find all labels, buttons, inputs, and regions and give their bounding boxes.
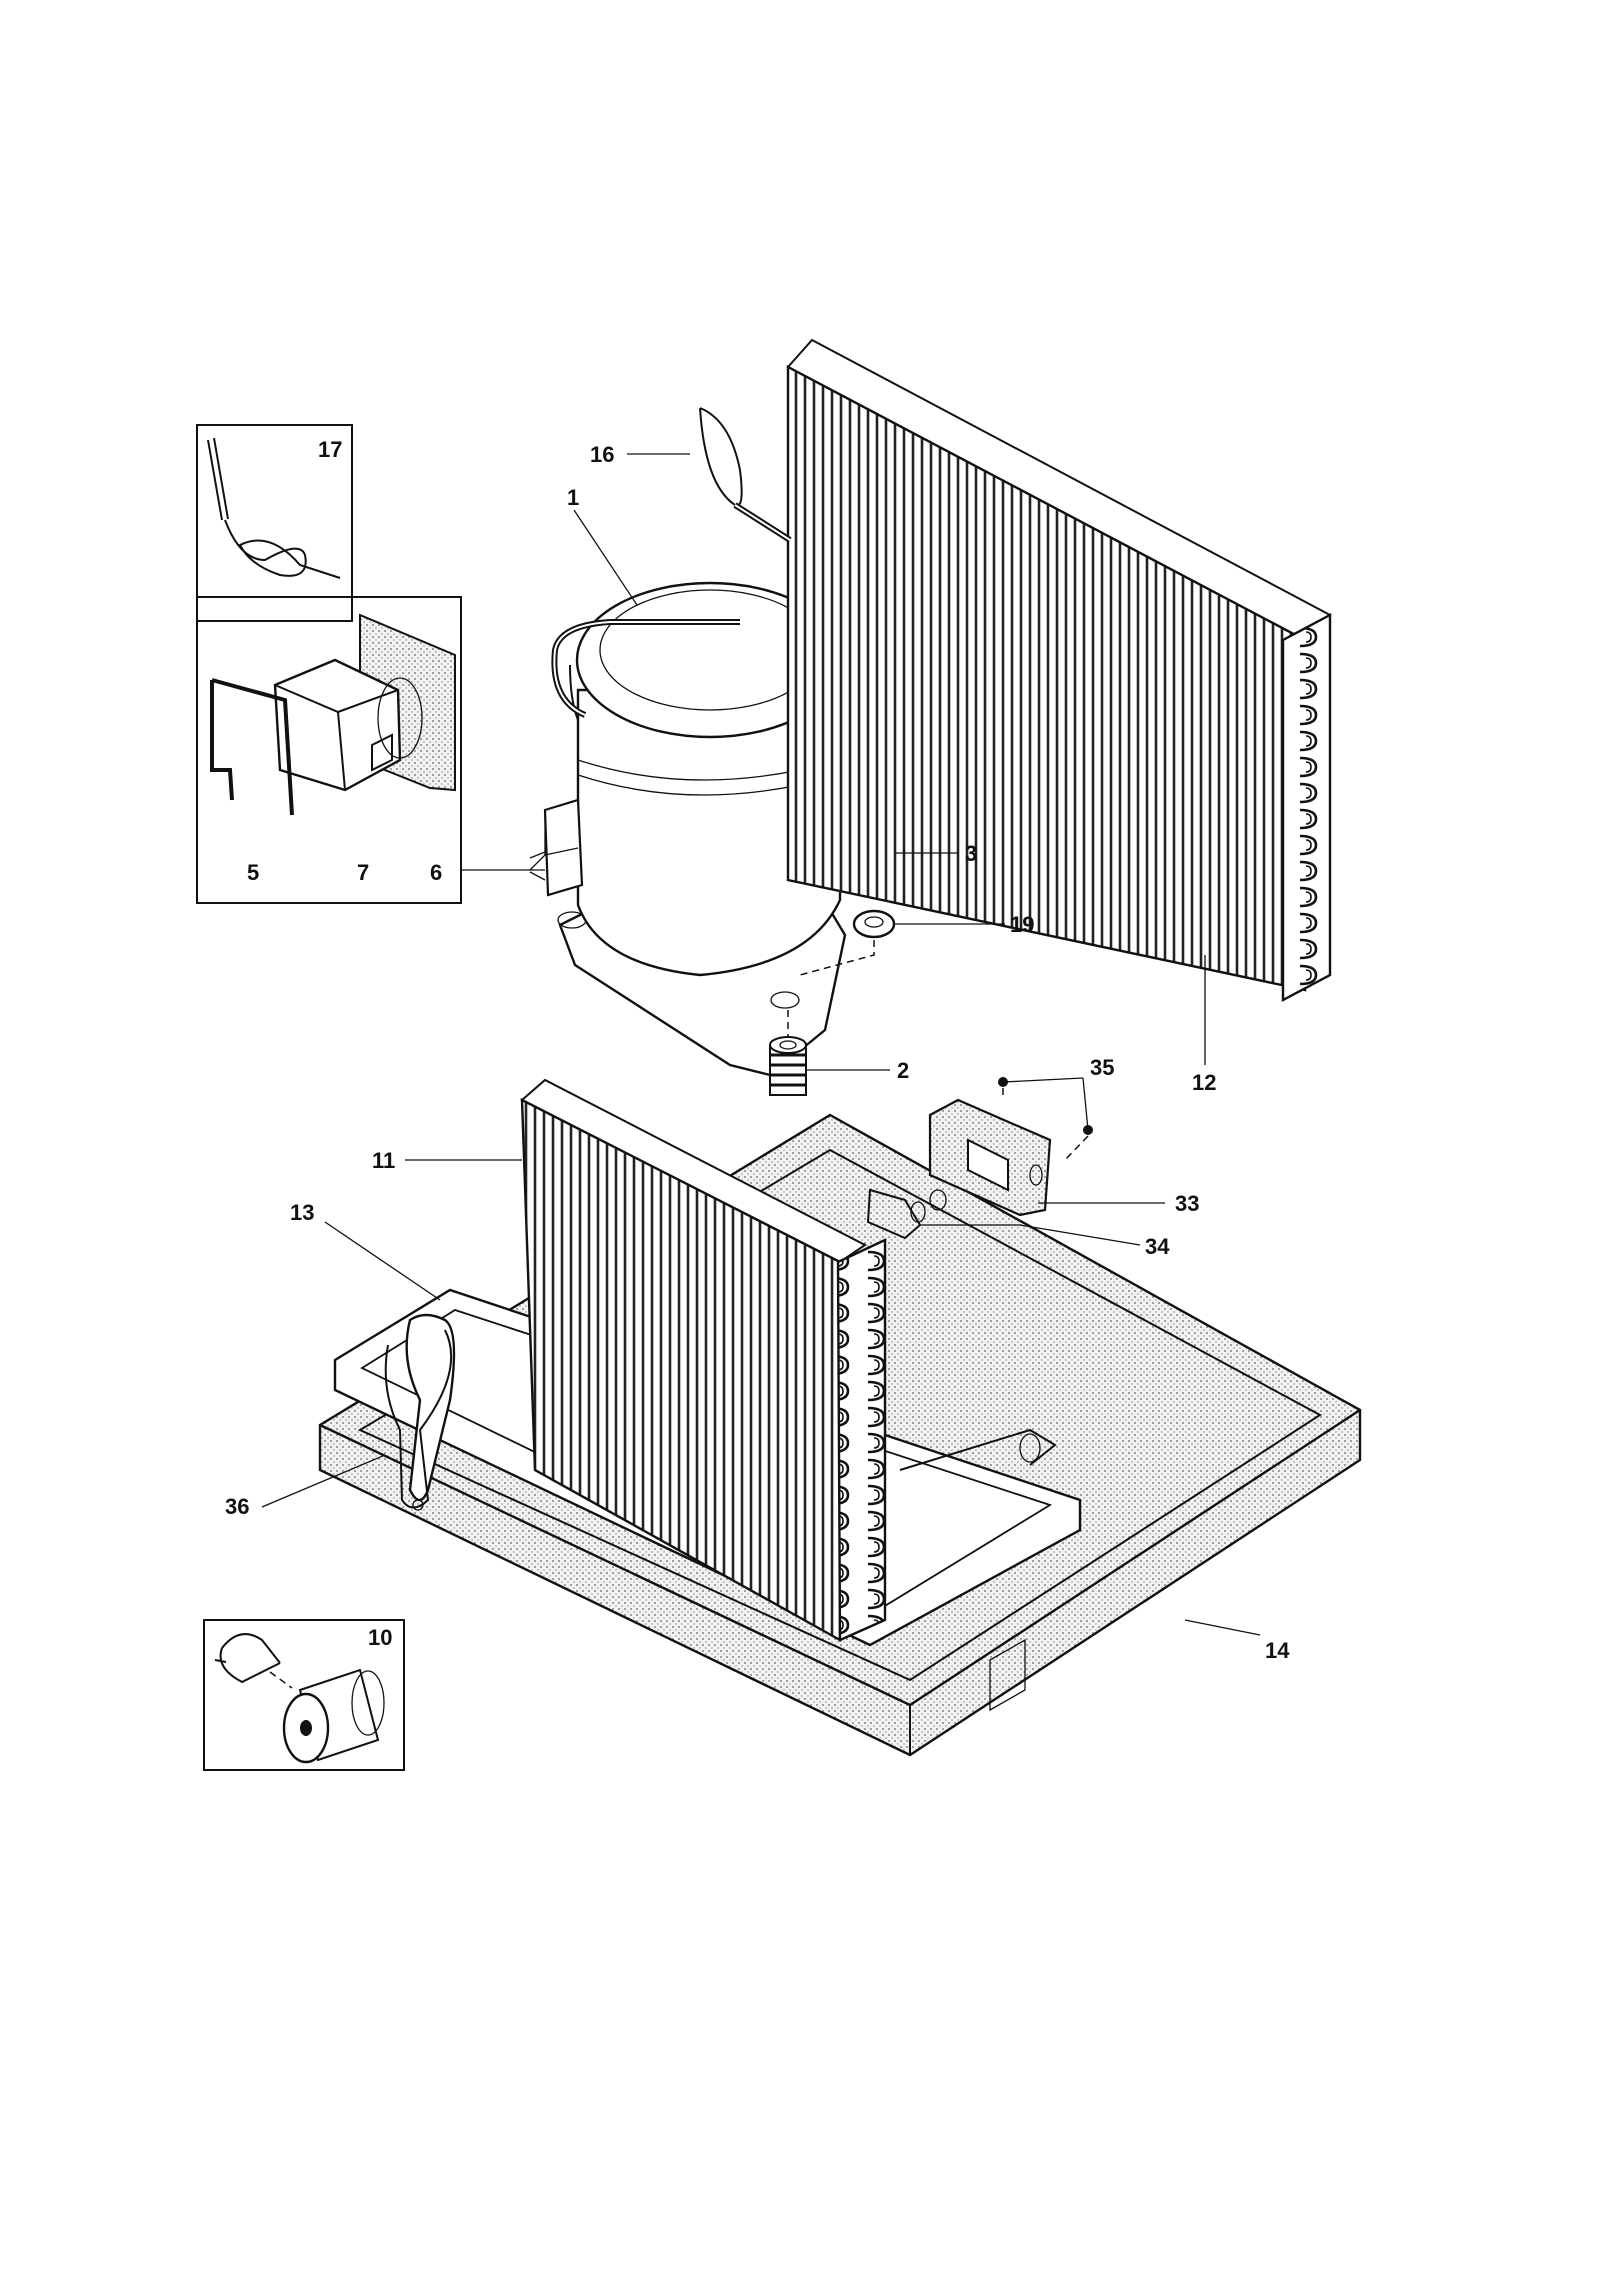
callout-5: 5 <box>247 860 259 885</box>
capillary-tube-icon <box>699 407 792 543</box>
compressor-icon <box>543 581 847 1077</box>
clip-icon <box>866 1188 947 1240</box>
grommet-icon <box>769 1010 807 1096</box>
drier-icon <box>196 424 353 622</box>
callout-14: 14 <box>1265 1638 1290 1663</box>
callout-11: 11 <box>372 1148 395 1173</box>
terminal-assembly-inset <box>196 596 462 904</box>
callout-6: 6 <box>430 860 442 885</box>
evaporator-coil-icon <box>520 1078 887 1643</box>
callout-36: 36 <box>225 1494 249 1519</box>
callout-2: 2 <box>897 1058 909 1083</box>
capacitor-icon <box>203 1619 405 1771</box>
callout-7: 7 <box>357 860 369 885</box>
callout-1: 1 <box>567 485 579 510</box>
callout-16: 16 <box>590 442 614 467</box>
callout-33: 33 <box>1175 1191 1199 1216</box>
callout-19: 19 <box>1010 912 1034 937</box>
leader-lines <box>261 453 1261 1636</box>
condenser-coil-icon <box>786 338 1332 1002</box>
washer-icon <box>799 909 896 976</box>
callout-12: 12 <box>1192 1070 1216 1095</box>
strap-icon <box>384 1313 456 1511</box>
callout-labels: 1 2 3 5 6 7 10 11 12 13 14 16 17 19 33 3… <box>225 437 1290 1663</box>
callout-3: 3 <box>965 841 977 866</box>
callout-35: 35 <box>1090 1055 1114 1080</box>
callout-34: 34 <box>1145 1234 1170 1259</box>
screw-icon <box>998 1077 1093 1161</box>
callout-17: 17 <box>318 437 342 462</box>
bracket-icon <box>928 1098 1052 1217</box>
callout-13: 13 <box>290 1200 314 1225</box>
callout-10: 10 <box>368 1625 392 1650</box>
